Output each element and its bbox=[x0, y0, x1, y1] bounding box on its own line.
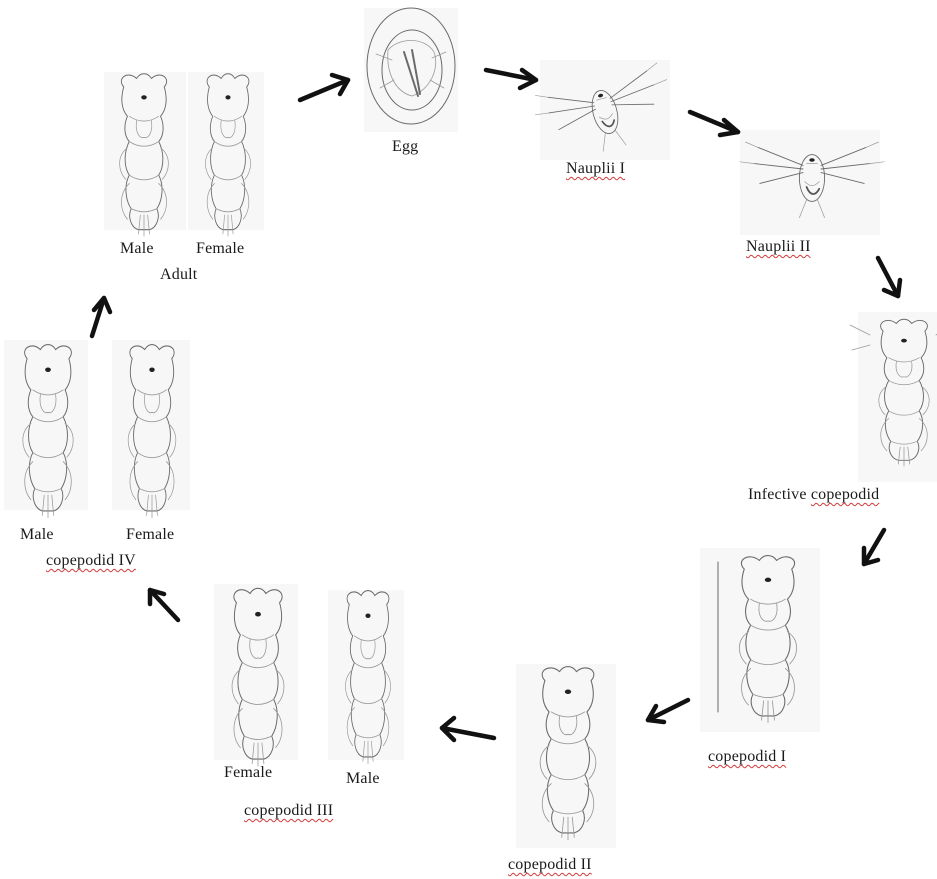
copepodid-2-label: copepodid II bbox=[508, 856, 592, 874]
copepodid-3-female-drawing bbox=[214, 584, 298, 766]
adult-male-label: Male bbox=[120, 240, 154, 258]
adult-female-label: Female bbox=[196, 240, 244, 258]
copepodid-3-male-label: Male bbox=[346, 770, 380, 788]
arrow-infective-to-copepodid-1 bbox=[864, 530, 884, 564]
nauplii-1-drawing bbox=[531, 60, 681, 166]
arrow-copepodid-1-to-copepodid-2 bbox=[648, 700, 688, 722]
arrow-adult-to-egg bbox=[300, 75, 348, 100]
infective-copepodid-label-text: Infective copepodid bbox=[748, 486, 879, 503]
adult-label: Adult bbox=[160, 266, 197, 284]
infective-copepodid-word: copepodid bbox=[811, 486, 879, 503]
arrow-nauplii-2-to-infective bbox=[878, 258, 900, 296]
copepodid-2-drawing bbox=[516, 664, 616, 848]
copepodid-3-label: copepodid III bbox=[244, 802, 333, 820]
nauplii-2-drawing bbox=[740, 130, 884, 235]
egg-label: Egg bbox=[392, 138, 418, 156]
arrow-copepodid-2-to-copepodid-3 bbox=[442, 718, 494, 740]
copepodid-4-label: copepodid IV bbox=[46, 552, 136, 570]
arrow-egg-to-nauplii-1 bbox=[486, 70, 536, 88]
copepodid-4-female-drawing bbox=[112, 340, 190, 518]
egg-drawing bbox=[364, 8, 458, 132]
copepodid-4-male-label: Male bbox=[20, 526, 54, 544]
adult-male-drawing bbox=[104, 72, 186, 236]
nauplii-1-label: Nauplii I bbox=[566, 160, 625, 178]
arrow-copepodid-4-to-adult bbox=[92, 298, 110, 336]
adult-female-drawing bbox=[188, 72, 264, 236]
infective-copepodid-label: Infective copepodid bbox=[748, 486, 879, 504]
arrow-copepodid-3-to-copepodid-4 bbox=[150, 590, 178, 620]
copepodid-1-drawing bbox=[700, 548, 820, 732]
copepodid-3-male-drawing bbox=[328, 590, 404, 764]
copepodid-4-female-label: Female bbox=[126, 526, 174, 544]
arrow-nauplii-1-to-nauplii-2 bbox=[690, 112, 738, 135]
nauplii-2-label: Nauplii II bbox=[746, 238, 811, 256]
copepodid-3-female-label: Female bbox=[224, 764, 272, 782]
copepodid-4-male-drawing bbox=[4, 340, 88, 518]
copepodid-1-label: copepodid I bbox=[708, 748, 786, 766]
infective-copepodid-drawing bbox=[850, 312, 937, 482]
